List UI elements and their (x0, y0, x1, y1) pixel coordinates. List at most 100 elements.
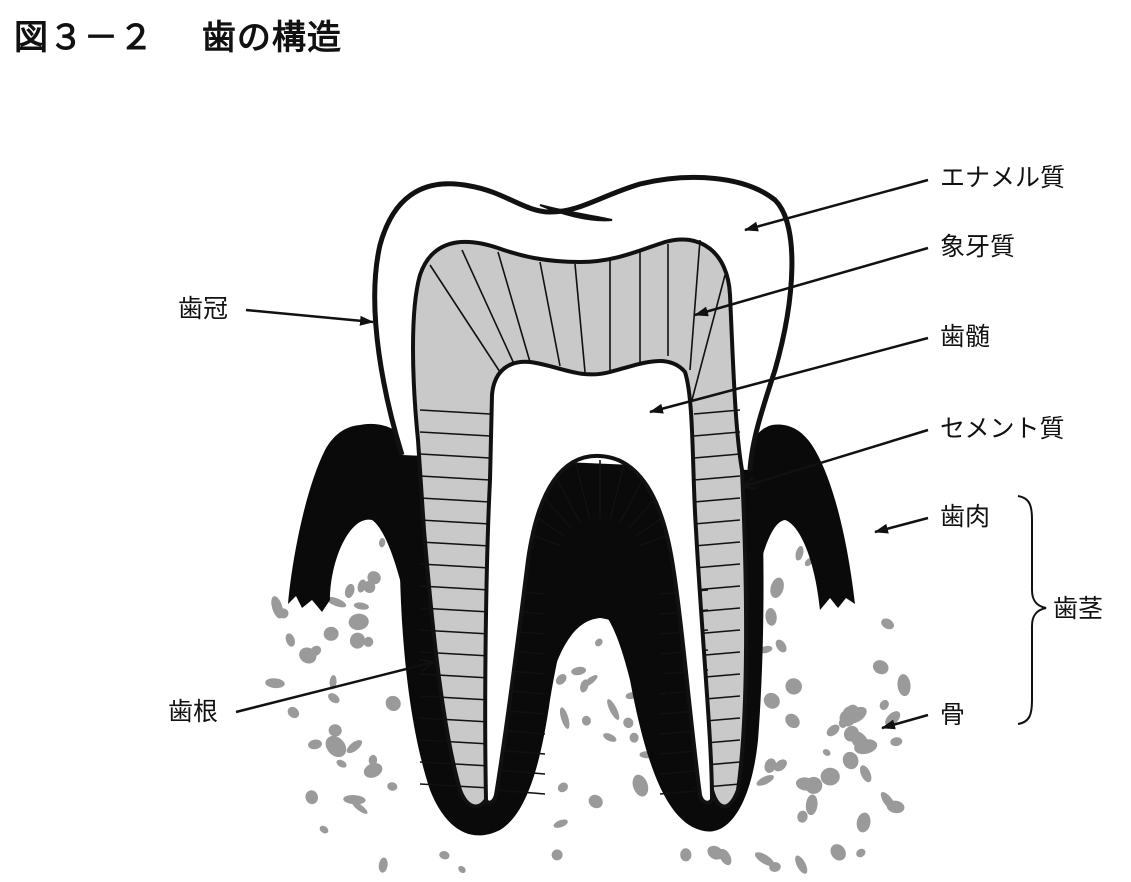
tubule-line (419, 717, 491, 723)
bone-speckle (764, 758, 777, 773)
bone-speckle (756, 775, 774, 786)
bone-speckle (387, 782, 398, 791)
bone-speckle (795, 546, 804, 561)
bone-speckle (344, 583, 355, 598)
bone-speckle (363, 636, 374, 647)
bone-speckle (795, 777, 815, 791)
bone-speckle (879, 699, 889, 710)
tubule-line (419, 497, 491, 503)
bone-speckle (854, 739, 878, 755)
leader-root (235, 662, 434, 714)
bone-speckle (707, 845, 724, 860)
leader-lines (235, 178, 929, 730)
bone-speckle (353, 602, 369, 610)
label-pulp: 歯髄 (940, 322, 991, 351)
bone-speckle (897, 674, 911, 697)
tubule-line (419, 475, 491, 481)
label-dentin: 象牙質 (940, 232, 1016, 261)
tubule-line (693, 475, 741, 481)
bone-speckle (551, 849, 563, 861)
tubule-line (693, 409, 741, 415)
bone-speckle (323, 626, 339, 641)
label-crown: 歯冠 (178, 294, 229, 323)
bone-speckle (769, 862, 781, 872)
leader-cementum (742, 428, 929, 487)
bone-speckle (588, 794, 603, 809)
tubule-line (495, 769, 546, 775)
leader-crown (245, 308, 374, 326)
bone-speckle (271, 596, 284, 619)
bone-speckle (571, 666, 587, 676)
bone-speckle (826, 724, 840, 737)
bone-speckle (785, 678, 802, 695)
bone-speckles (265, 538, 911, 874)
bone-speckle (439, 851, 450, 860)
bone-speckle (367, 571, 381, 585)
tubule-line (419, 541, 491, 547)
bone-speckle (842, 751, 859, 770)
leader-enamel (744, 178, 929, 232)
bone-speckle (553, 819, 568, 828)
bone-speckle (872, 660, 889, 675)
bone-speckle (795, 855, 808, 874)
bone-speckle (385, 695, 401, 711)
tubule-line (693, 519, 741, 525)
tubule-line (429, 264, 501, 373)
bone-speckle (890, 737, 903, 747)
bone-speckle (328, 693, 340, 704)
tubule-line (693, 585, 741, 591)
tubule-line (552, 471, 582, 524)
bone-speckle (325, 735, 347, 758)
enamel-fissure (539, 204, 613, 222)
pulp-chamber (483, 359, 715, 805)
tubule-line (497, 251, 531, 363)
tubule-line (419, 563, 491, 569)
leader-pulp (649, 336, 929, 414)
tubule-line (693, 563, 741, 569)
bone-speckle (830, 844, 846, 861)
bone-speckle (559, 707, 570, 729)
bone-speckle (774, 759, 787, 772)
bone-speckle (329, 675, 337, 690)
tubule-line (461, 249, 516, 367)
bone-speckle (336, 759, 347, 768)
tubule-line (693, 497, 741, 503)
bone-speckle (856, 848, 866, 858)
label-periodontium: 歯茎 (1053, 594, 1104, 623)
tubule-line (693, 541, 741, 547)
bone-speckle (346, 740, 363, 754)
label-cementum: セメント質 (940, 414, 1065, 443)
bone-speckle (839, 710, 856, 727)
bone-speckle (343, 795, 366, 805)
bone-speckle (349, 632, 366, 649)
interradicular-gum (545, 522, 670, 700)
bone-speckle (880, 792, 896, 812)
label-enamel: エナメル質 (940, 163, 1066, 192)
bone-speckle (378, 538, 386, 548)
tubule-line (419, 739, 491, 745)
leader-gingiva (874, 516, 929, 534)
tubule-line (689, 239, 701, 371)
tubule-line (495, 789, 546, 795)
bone-speckle (775, 639, 787, 653)
bone-speckle (765, 608, 777, 626)
bone-speckle (860, 765, 872, 783)
bone-speckle (319, 825, 329, 834)
tubule-line (691, 274, 726, 401)
tubule-line (419, 585, 491, 591)
label-gingiva: 歯肉 (940, 502, 991, 531)
bone-speckle (352, 801, 368, 814)
bone-speckle (583, 674, 598, 687)
bone-speckle (805, 794, 818, 816)
bone-speckle (822, 749, 831, 756)
bone-speckle (326, 597, 347, 608)
bone-speckle (629, 732, 639, 743)
bone-speckle (763, 692, 780, 709)
bone-speckle (785, 713, 800, 729)
leader-bone (881, 713, 929, 730)
tubule-line (419, 695, 491, 701)
figure-title: 図３－２ 歯の構造 (14, 18, 342, 58)
bone-speckle (581, 715, 591, 726)
bone-speckle (299, 647, 317, 664)
